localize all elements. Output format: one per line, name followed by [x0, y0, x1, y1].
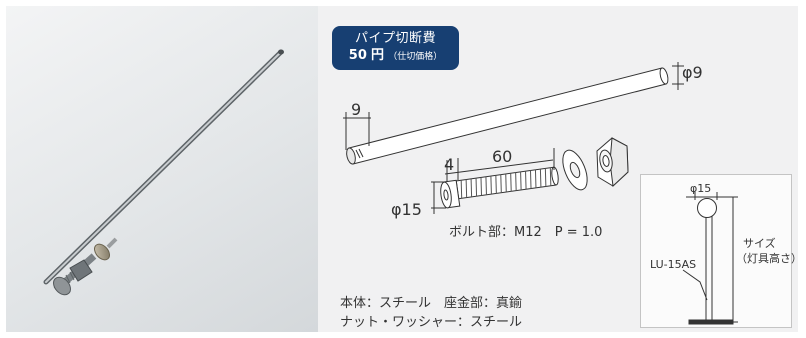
badge-currency: 円: [371, 48, 385, 63]
washer: [562, 149, 588, 191]
hex-nut: [596, 137, 629, 188]
badge-note: （仕切価格）: [388, 52, 443, 62]
pipe-diameter-dimension: [672, 62, 684, 90]
inset-ball-diameter-label: φ15: [690, 182, 711, 195]
material-line-1: 本体：スチール 座金部：真鍮: [340, 295, 522, 311]
offset-dimension: [343, 112, 371, 150]
product-photo: [6, 6, 318, 332]
washer-width-label: 4: [444, 155, 454, 174]
badge-price-line: 50 円 （仕切価格）: [349, 47, 442, 66]
inset-size-label: サイズ: [743, 236, 776, 250]
base-diameter-dimension: [431, 181, 446, 214]
offset-label: 9: [351, 100, 361, 119]
price-badge: パイプ切断費 50 円 （仕切価格）: [332, 26, 459, 70]
bolt-length-label: 60: [492, 147, 512, 166]
pipe-photo-illustration: [43, 49, 284, 296]
pipe-diameter-label: φ9: [682, 63, 703, 82]
threaded-bolt: [440, 166, 559, 209]
height-inset-drawing: [682, 192, 738, 325]
pipe-drawing: [346, 67, 669, 165]
bolt-dimensions: [444, 148, 555, 182]
material-line-2: ナット・ワッシャー：スチール: [340, 315, 522, 330]
base-diameter-label: φ15: [391, 200, 422, 219]
bolt-spec-label: ボルト部：M12 P = 1.0: [449, 225, 602, 240]
inset-model-label: LU-15AS: [650, 258, 696, 271]
height-inset-panel: [640, 174, 792, 328]
badge-price: 50: [348, 48, 367, 63]
inset-size-note: （灯具高さ）: [736, 251, 802, 265]
badge-title: パイプ切断費: [354, 31, 436, 46]
ball-finial: [697, 198, 717, 218]
